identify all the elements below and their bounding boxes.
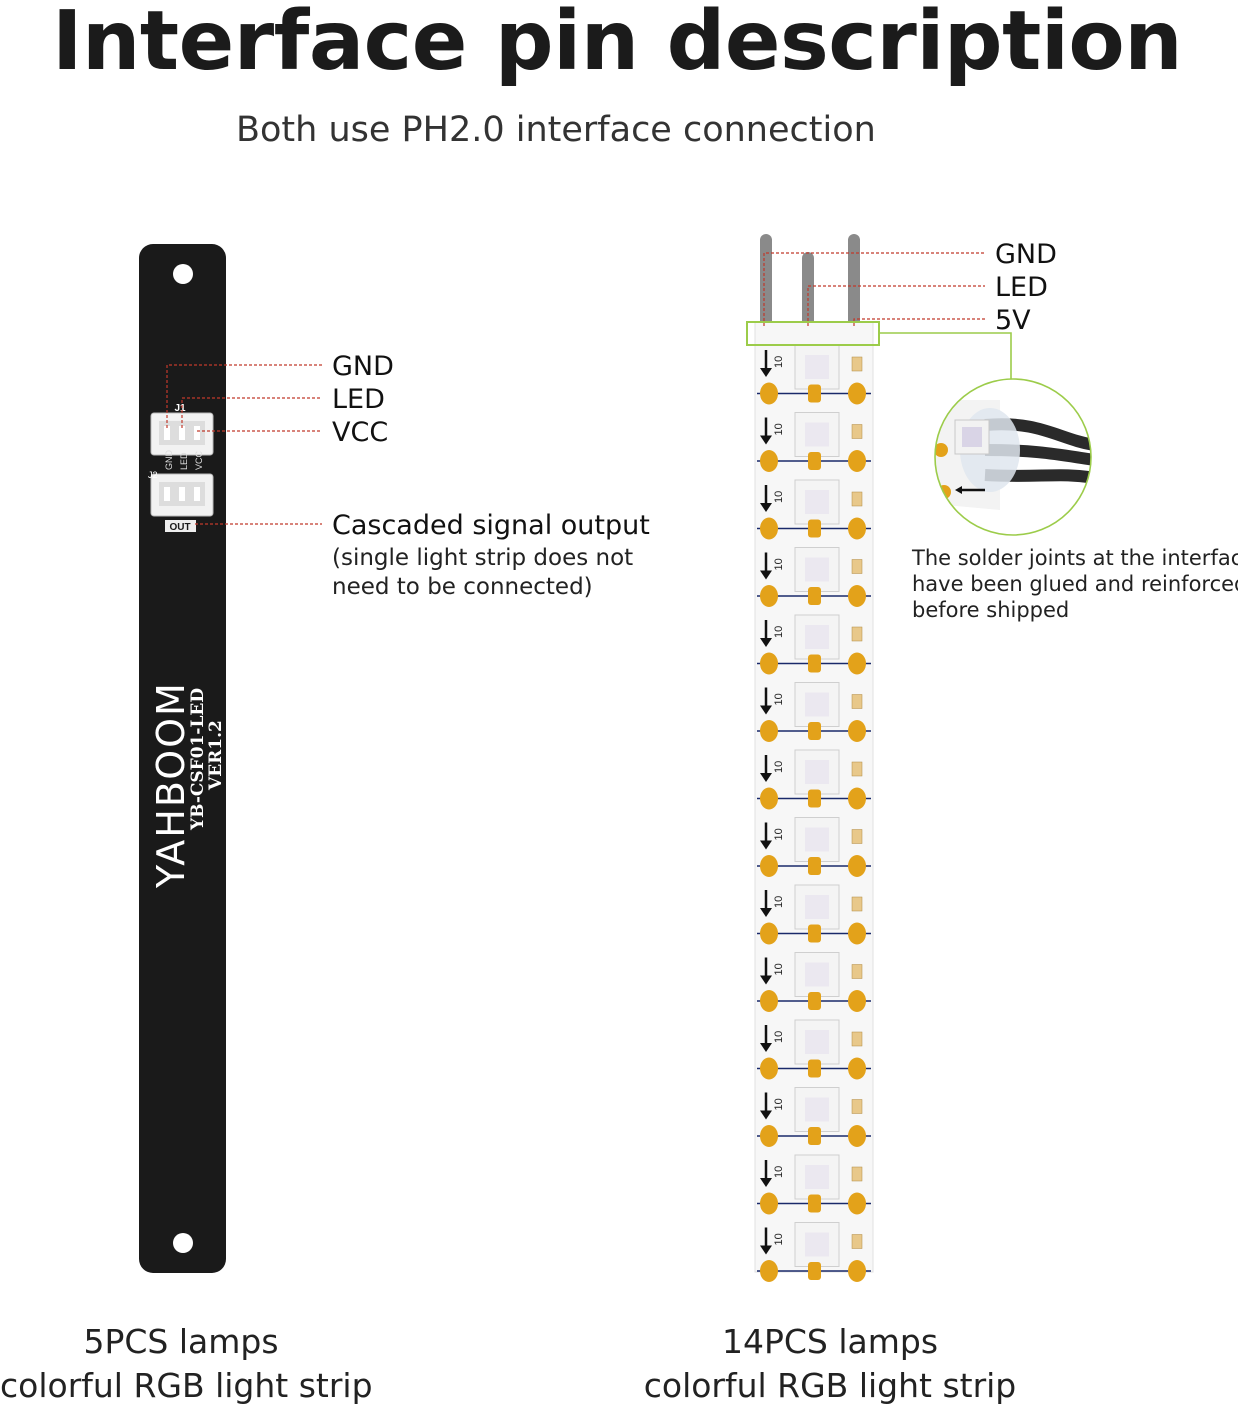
led-unit: 10 [757, 1222, 871, 1282]
leader-gnd-right [763, 252, 985, 326]
cascade-heading: Cascaded signal output [332, 510, 650, 541]
left-pin-gnd: GND [332, 351, 394, 382]
silkscreen-led: LED [179, 452, 189, 470]
led-unit: 10 [757, 547, 871, 607]
svg-text:10: 10 [773, 761, 785, 773]
led-unit: 10 [757, 749, 871, 810]
svg-text:10: 10 [773, 1031, 785, 1043]
zoom-connector [879, 332, 1012, 379]
board-model: YB-CSF01-LED [188, 688, 208, 831]
svg-text:10: 10 [773, 491, 785, 503]
right-caption-line2: colorful RGB light strip [643, 1366, 1017, 1405]
silkscreen-j1: J1 [174, 403, 186, 414]
zoom-callout [879, 332, 1092, 536]
right-pin-5v: 5V [995, 305, 1031, 336]
left-leader-lines [166, 364, 322, 525]
left-pin-vcc: VCC [332, 417, 389, 448]
svg-text:10: 10 [773, 423, 785, 435]
svg-text:10: 10 [773, 963, 785, 975]
led-units: 10 10 10 10 10 10 10 10 10 10 10 10 10 10 [757, 344, 871, 1282]
cascade-note-line1: (single light strip does not [332, 545, 634, 571]
right-led-strip: 10 10 10 10 10 10 10 10 10 10 10 10 10 10 [746, 234, 880, 1282]
led-unit: 10 [757, 412, 871, 472]
page-title: Interface pin description [52, 0, 1183, 89]
svg-text:10: 10 [773, 1166, 785, 1178]
silkscreen-j2: J2 [148, 470, 158, 480]
cascade-note-line2: need to be connected) [332, 574, 593, 600]
brand-logo: YAHBOOM [149, 681, 193, 889]
left-pin-led: LED [332, 384, 385, 415]
right-pin-led: LED [995, 272, 1048, 303]
connector-j2 [150, 473, 214, 517]
zoom-note-line1: The solder joints at the interface [912, 546, 1238, 570]
svg-text:10: 10 [773, 1233, 785, 1245]
svg-text:10: 10 [773, 693, 785, 705]
zoom-circle-outline [934, 378, 1092, 536]
svg-text:10: 10 [773, 896, 785, 908]
leader-5v-right [853, 318, 985, 326]
leader-gnd [166, 364, 322, 428]
right-caption-line1: 14PCS lamps [721, 1322, 939, 1361]
left-caption-line1: 5PCS lamps [83, 1322, 279, 1361]
left-pcb-board: OUT J1 J2 GND LED VCC YAHBOOM YB-CSF01-L… [139, 244, 226, 1273]
silkscreen-vcc: VCC [194, 450, 204, 470]
page-subtitle: Both use PH2.0 interface connection [236, 110, 876, 150]
silkscreen-gnd: GND [164, 450, 174, 471]
zoom-note-line2: have been glued and reinforced [912, 572, 1238, 596]
led-unit: 10 [757, 344, 871, 405]
left-caption-line2: colorful RGB light strip [0, 1366, 373, 1405]
led-unit: 10 [757, 884, 871, 945]
left-caption: 5PCS lamps colorful RGB light strip [0, 1320, 373, 1408]
led-unit: 10 [757, 952, 871, 1012]
svg-text:10: 10 [773, 1098, 785, 1110]
mount-hole-top [173, 264, 193, 284]
led-unit: 10 [757, 682, 871, 742]
svg-text:10: 10 [773, 356, 785, 368]
svg-text:10: 10 [773, 626, 785, 638]
leader-led-right [807, 285, 985, 326]
led-unit: 10 [757, 1154, 871, 1215]
led-unit: 10 [757, 817, 871, 877]
led-unit: 10 [757, 1019, 871, 1080]
connector-j1 [150, 412, 214, 456]
silkscreen-out: OUT [169, 522, 190, 533]
right-pin-gnd: GND [995, 239, 1057, 270]
svg-text:10: 10 [773, 828, 785, 840]
svg-text:10: 10 [773, 558, 785, 570]
board-version: VER1.2 [206, 720, 226, 791]
mount-hole-bottom [173, 1233, 193, 1253]
led-unit: 10 [757, 479, 871, 540]
right-caption: 14PCS lamps colorful RGB light strip [640, 1320, 1020, 1408]
led-unit: 10 [757, 1087, 871, 1147]
right-leader-lines [763, 252, 985, 326]
zoom-note-line3: before shipped [912, 598, 1070, 622]
led-unit: 10 [757, 614, 871, 675]
leader-led [181, 397, 322, 428]
zoom-detail [935, 400, 1091, 510]
